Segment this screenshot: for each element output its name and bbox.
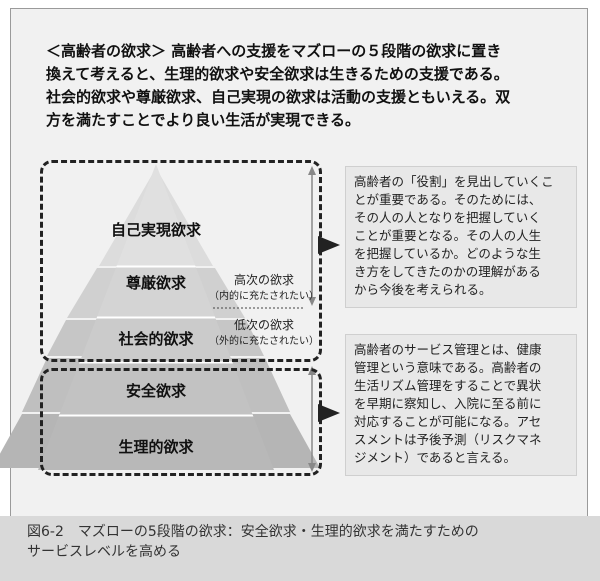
higher-needs-sub: （内的に充たされたい） [209, 291, 319, 302]
intro-line: ＜高齢者の欲求＞ 高齢者への支援をマズローの５段階の欲求に置き [46, 42, 502, 60]
pointer-triangle [318, 236, 340, 254]
panel-line: を把握しているか。どのような生 [354, 246, 541, 261]
intro-line: 社会的欲求や尊厳欲求、自己実現の欲求は活動の支援ともいえる。双 [46, 88, 511, 106]
lower-needs-main: 低次の欲求 [233, 318, 294, 332]
figure-caption: 図6-2 マズローの5段階の欲求：安全欲求・生理的欲求を満たすための サービスレ… [27, 522, 479, 562]
upper-explanation-panel: 高齢者の「役割」を見出していくこ とが重要である。そのためには、 その人の人とな… [345, 166, 577, 308]
level-label-social: 社会的欲求 [118, 330, 194, 348]
panel-line: を早期に察知し、入院に至る前に [354, 396, 542, 411]
panel-line: スメントは予後予測（リスクマネ [354, 432, 542, 447]
arrowhead [308, 297, 316, 306]
level-label-esteem: 尊厳欲求 [125, 274, 186, 292]
panel-line: き方をしてきたのかの理解がある [354, 264, 541, 279]
intro-line: 換えて考えると、生理的欲求や安全欲求は生きるための支援である。 [46, 65, 509, 83]
panel-line: 高齢者の「役割」を見出していくこ [354, 174, 554, 189]
caption-bar [0, 516, 600, 581]
intro-text: ＜高齢者の欲求＞ 高齢者への支援をマズローの５段階の欲求に置き 換えて考えると、… [46, 40, 556, 132]
lower-needs-box [40, 368, 322, 476]
panel-line: 高齢者のサービス管理とは、健康 [354, 342, 542, 357]
panel-line: 生活リズム管理をすることで異状 [354, 378, 542, 393]
lower-needs-note: 低次の欲求 （外的に充たされたい） [206, 318, 322, 349]
level-label-physiological: 生理的欲求 [118, 438, 194, 456]
higher-needs-main: 高次の欲求 [233, 273, 294, 287]
caption-line: サービスレベルを高める [27, 544, 181, 560]
panel-line: から今後を考えられる。 [354, 282, 492, 297]
panel-line: 対応することが可能になる。アセ [354, 414, 542, 429]
intro-line: 方を満たすことでより良い生活が実現できる。 [46, 111, 360, 129]
level-label-self-actualization: 自己実現欲求 [110, 221, 201, 239]
panel-line: ことが重要となる。その人の人生 [354, 228, 542, 243]
lower-explanation-panel: 高齢者のサービス管理とは、健康 管理という意味である。高齢者の 生活リズム管理を… [345, 334, 577, 476]
higher-needs-box [40, 160, 322, 362]
pointer-triangle [318, 404, 340, 422]
level-label-safety: 安全欲求 [125, 382, 186, 400]
panel-line: 管理という意味である。高齢者の [354, 360, 542, 375]
lower-needs-sub: （外的に充たされたい） [209, 336, 319, 347]
panel-line: その人の人となりを把握していく [354, 210, 541, 225]
panel-line: ジメント）であると言える。 [354, 450, 517, 465]
higher-needs-note: 高次の欲求 （内的に充たされたい） [206, 273, 322, 304]
panel-line: とが重要である。そのためには、 [354, 192, 542, 207]
caption-line: 図6-2 マズローの5段階の欲求：安全欲求・生理的欲求を満たすための [27, 524, 479, 540]
